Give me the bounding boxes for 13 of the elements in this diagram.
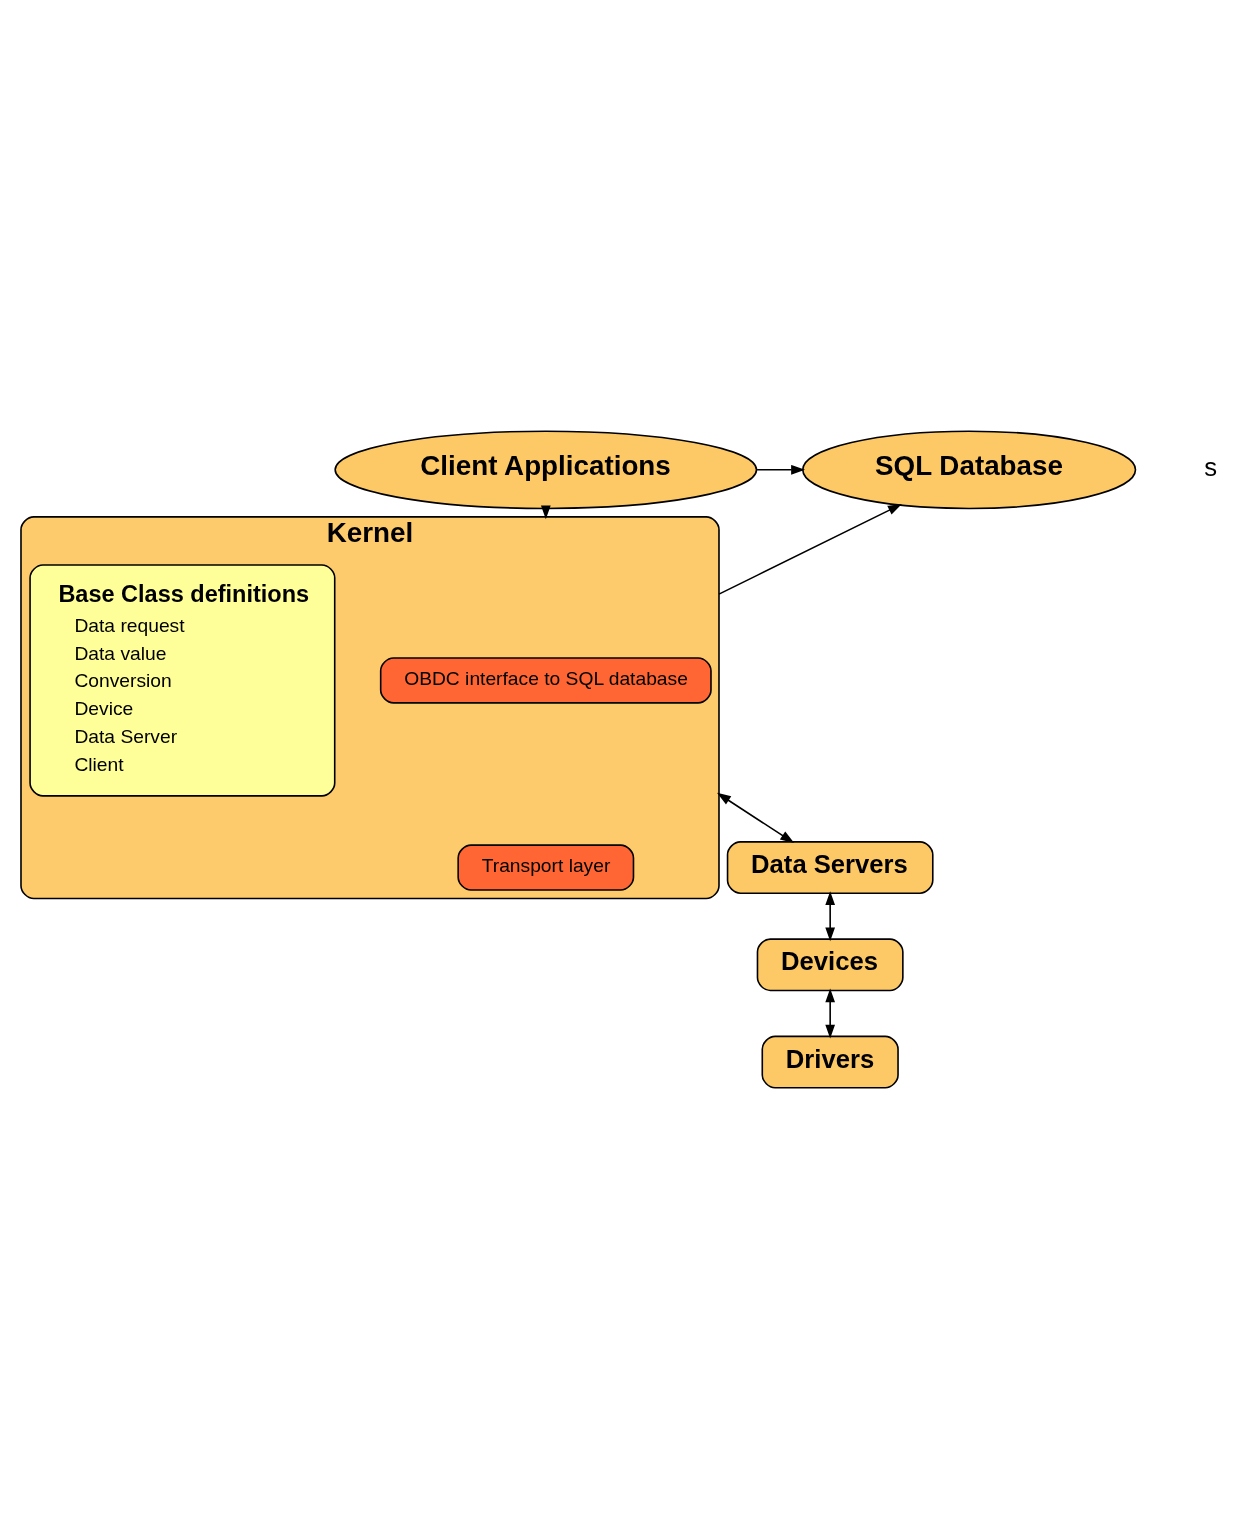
node-box: OBDC interface to SQL database [379,656,712,704]
node-ellipse: SQL Database [801,429,1137,509]
arrow [756,464,806,475]
node-box: Base Class definitions Data request Data value Conversion Device Data Server Client [29,563,336,797]
node-box: Drivers [761,1035,899,1088]
node-box: Transport layer [457,843,635,891]
label: s [1204,452,1218,481]
arrow [825,987,836,1039]
arrow [825,890,836,941]
node-box: Devices [756,937,904,991]
arrow [718,503,902,595]
arrow [716,792,795,843]
node-box: Data Servers [726,840,934,894]
